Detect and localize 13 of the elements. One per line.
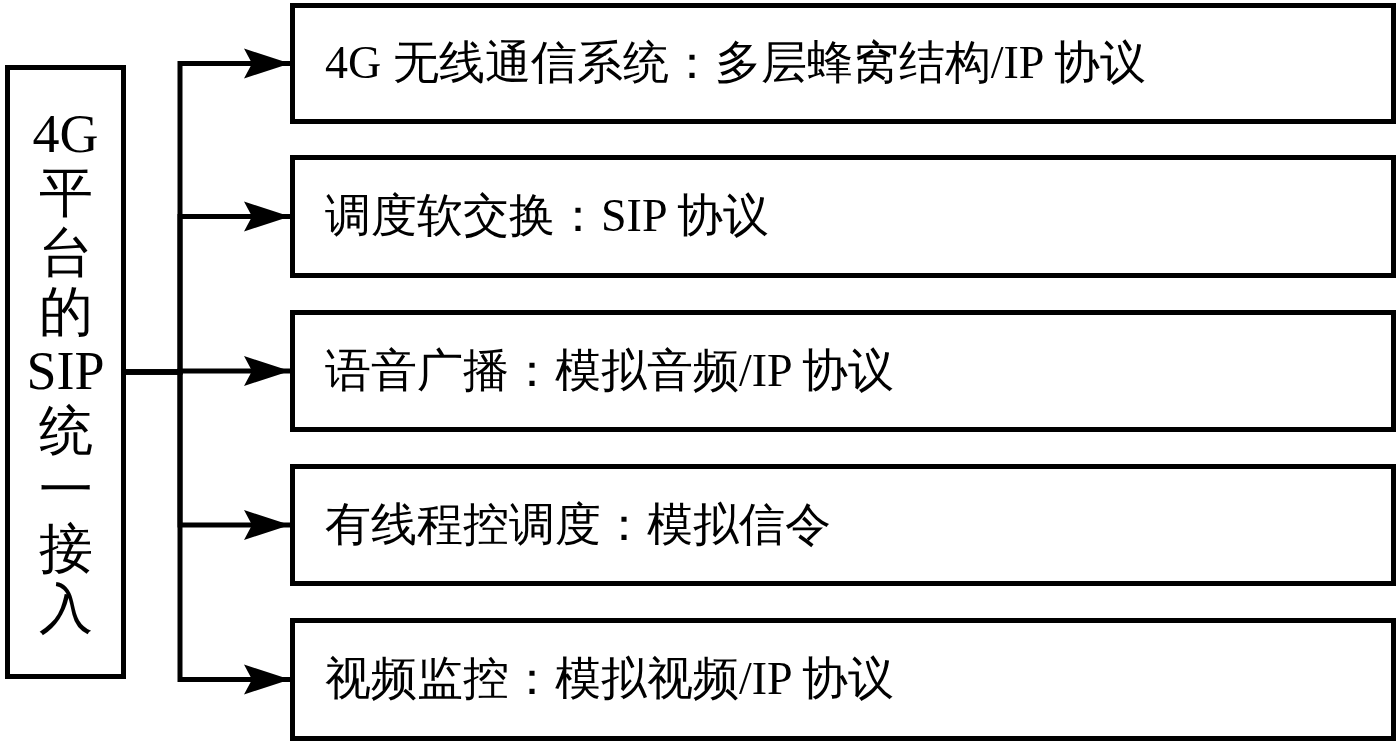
- box-label: 调度软交换：SIP 协议: [324, 190, 770, 243]
- access-box: [5, 65, 126, 679]
- box-label: 视频监控：模拟视频/IP 协议: [324, 653, 895, 706]
- process-box: [290, 464, 1396, 586]
- vertical-label: 4G平台的SIP统一接入: [25, 104, 106, 640]
- process-box: [290, 310, 1396, 432]
- box-label: 4G 无线通信系统：多层蜂窝结构/IP 协议: [324, 37, 1147, 90]
- process-box: [290, 3, 1396, 124]
- box-label: 有线程控调度：模拟信令: [324, 498, 831, 552]
- box-label: 语音广播：模拟音频/IP 协议: [324, 344, 895, 398]
- process-box: [290, 618, 1396, 741]
- process-box: [290, 155, 1396, 278]
- arrow: [126, 369, 290, 695]
